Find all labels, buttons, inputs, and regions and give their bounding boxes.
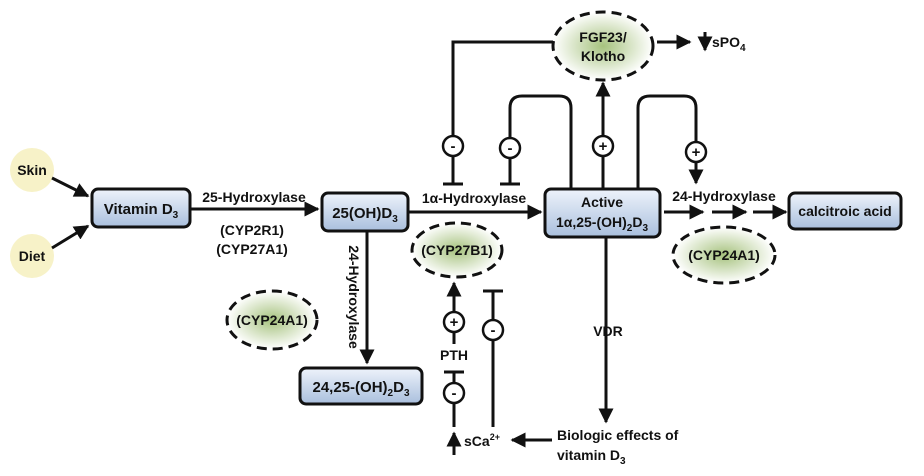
fgf23-line1: FGF23/ — [579, 29, 627, 45]
hydroxylase-24-right-label: 24-Hydroxylase — [672, 188, 776, 204]
fgf23-inhibition-line — [451, 40, 553, 184]
calcitroic-acid-box — [787, 191, 903, 231]
active-line2: 1α,25-(OH)2D3 — [556, 214, 649, 234]
sca-minus-sign: - — [491, 322, 496, 339]
biologic-effects-line1: Biologic effects of — [557, 427, 679, 443]
fgf23-klotho-oval — [551, 10, 655, 82]
cyp24a1-right-label: (CYP24A1) — [688, 247, 760, 263]
calcidiol-label: 25(OH)D3 — [332, 205, 398, 225]
cyp24a1-left-label: (CYP24A1) — [236, 312, 308, 328]
active-line1: Active — [581, 194, 623, 210]
vitamin-d3-label: Vitamin D3 — [104, 201, 179, 221]
pth-plus-sign: + — [450, 314, 459, 331]
fgf23-line2: Klotho — [581, 48, 625, 64]
active-cyp24a1-plus-circle — [684, 140, 708, 164]
active-self-minus-sign: - — [508, 140, 513, 157]
sca-label: sCa2+ — [464, 432, 500, 449]
sca-minus-circle — [481, 318, 505, 342]
fgf23-minus-sign: - — [451, 138, 456, 155]
skin-label: Skin — [17, 162, 47, 178]
vdr-label: VDR — [593, 323, 623, 339]
pth-label: PTH — [440, 347, 468, 363]
dihydroxy-label: 24,25-(OH)2D3 — [313, 379, 410, 399]
cyp27b1-oval — [410, 221, 504, 279]
skin-to-vitamin-arrow — [51, 176, 90, 198]
calcitroic-acid-label: calcitroic acid — [798, 203, 891, 219]
pth-minus-circle — [442, 381, 466, 405]
diet-label: Diet — [19, 248, 46, 264]
hydroxylase-25-label: 25-Hydroxylase — [202, 189, 306, 205]
hydroxylase-1a-label: 1α-Hydroxylase — [422, 190, 527, 206]
active-self-inhibition-line — [508, 94, 573, 189]
pth-plus-circle — [442, 310, 466, 334]
fgf23-minus-circle — [441, 134, 465, 158]
dihydroxy-box — [298, 366, 424, 406]
cyp2r1-label: (CYP2R1) — [220, 222, 284, 238]
diet-source-circle — [10, 234, 54, 278]
cyp24a1-left-oval — [225, 289, 319, 351]
biologic-effects-line2: vitamin D3 — [557, 447, 626, 467]
skin-source-circle — [10, 148, 54, 192]
active-to-cyp24a1-line — [636, 94, 704, 189]
cyp24a1-right-oval — [671, 225, 777, 285]
cyp27a1-label: (CYP27A1) — [216, 241, 288, 257]
diet-to-vitamin-arrow — [51, 224, 90, 250]
active-fgf23-plus-circle — [591, 134, 615, 158]
hydroxylase-24-down-label: 24-Hydroxylase — [346, 245, 362, 349]
pth-minus-sign: - — [452, 385, 457, 402]
active-self-minus-circle — [498, 136, 522, 160]
cyp27b1-label: (CYP27B1) — [421, 242, 493, 258]
spo4-label: sPO4 — [712, 34, 746, 54]
active-cyp24a1-plus-sign: + — [692, 144, 701, 161]
active-fgf23-plus-sign: + — [599, 138, 608, 155]
